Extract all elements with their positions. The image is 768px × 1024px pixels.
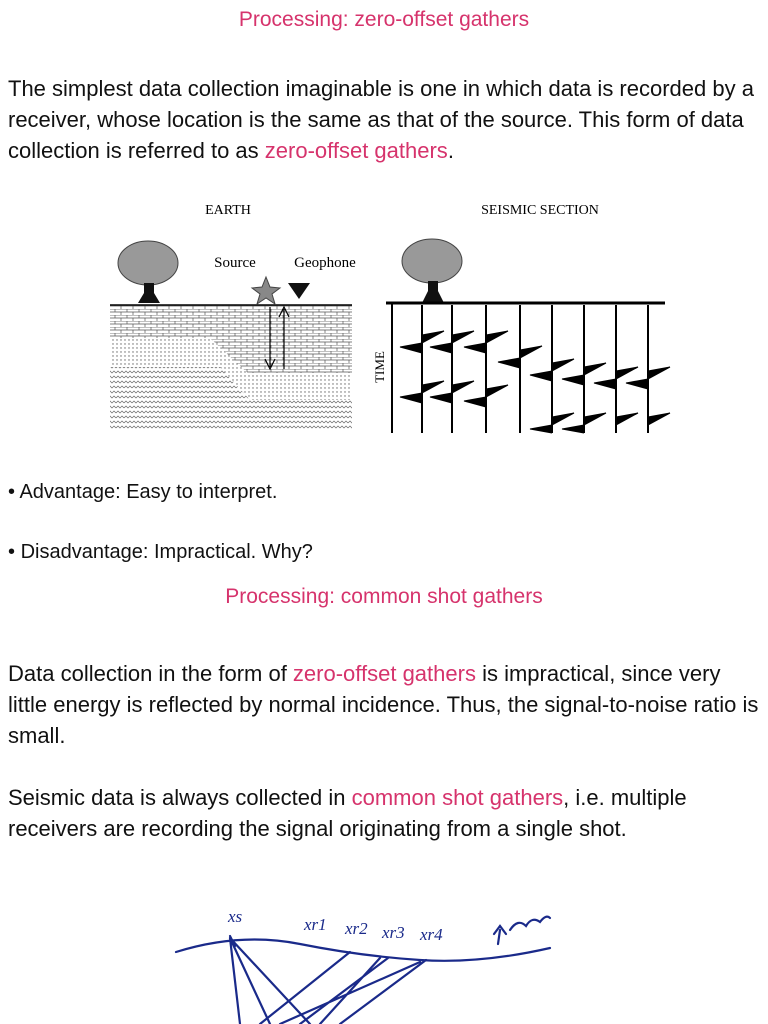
seismic-section-label: SEISMIC SECTION — [481, 203, 599, 218]
earth-cross-section — [110, 304, 352, 430]
zero-offset-term-2: zero-offset gathers — [292, 661, 476, 686]
p3-text-b: , i.e. multiple receivers are recording … — [8, 785, 687, 841]
disadvantage-bullet: • Disadvantage: Impractical. Why? — [8, 541, 313, 563]
section-title-common-shot: Processing: common shot gathers — [225, 585, 543, 608]
common-shot-sketch: xs xr1 xr2 xr3 xr4 — [174, 907, 552, 1024]
zero-offset-figure: EARTH SEISMIC SECTION Source Geophone — [110, 203, 671, 434]
section-title-zero-offset: Processing: zero-offset gathers — [238, 8, 530, 31]
tree-icon-section — [401, 238, 463, 284]
rays-from-source — [228, 936, 312, 1024]
tree-icon — [117, 240, 179, 303]
xr1-label: xr1 — [303, 915, 327, 934]
seismic-section: TIME — [372, 238, 671, 434]
common-shot-term: common shot gathers — [351, 785, 564, 810]
earth-label: EARTH — [205, 203, 251, 218]
intro-text: The simplest data collection imaginable … — [8, 76, 754, 163]
ray-arrows — [264, 305, 290, 371]
common-shot-paragraph: Seismic data is always collected in comm… — [8, 782, 760, 844]
advantage-text: Advantage: Easy to interpret. — [19, 481, 278, 503]
p2-text-a: Data collection in the form of — [8, 661, 293, 686]
up-arrow-icon — [492, 924, 508, 946]
xr4-label: xr4 — [419, 925, 443, 944]
p2-text-b: is impractical, since very little energy… — [8, 661, 759, 748]
intro-end: . — [447, 138, 454, 163]
source-label: Source — [214, 255, 256, 271]
time-axis-label: TIME — [372, 351, 387, 383]
geophone-icon — [288, 283, 310, 299]
xs-label: xs — [227, 907, 243, 926]
xr2-label: xr2 — [344, 919, 368, 938]
p3-text-a: Seismic data is always collected in — [8, 785, 352, 810]
intro-paragraph: The simplest data collection imaginable … — [8, 73, 760, 166]
disadvantage-text: Disadvantage: Impractical. Why? — [20, 541, 313, 563]
zero-offset-term: zero-offset gathers — [264, 138, 448, 163]
xr3-label: xr3 — [381, 923, 405, 942]
surface-line — [174, 938, 552, 962]
advantage-bullet: • Advantage: Easy to interpret. — [8, 481, 278, 503]
source-star-icon — [250, 275, 282, 306]
impractical-paragraph: Data collection in the form of zero-offs… — [8, 658, 760, 751]
rays-to-receivers — [258, 950, 428, 1024]
geophone-label: Geophone — [294, 255, 356, 271]
